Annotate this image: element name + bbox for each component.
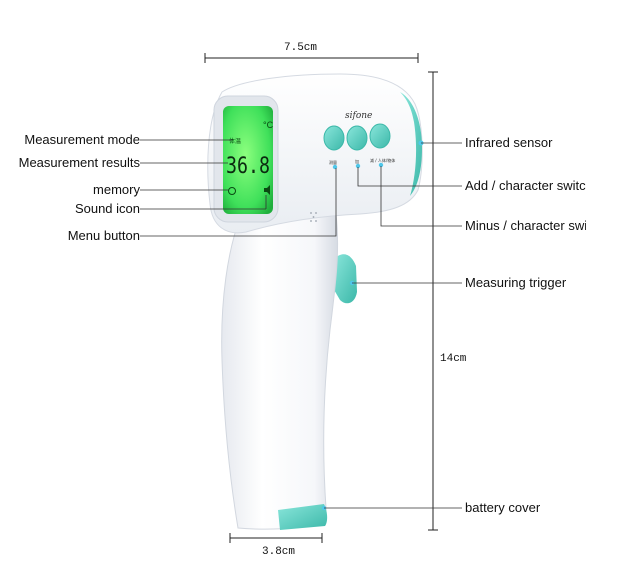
sound-icon <box>264 185 270 195</box>
brand-logo: sifone <box>345 111 372 121</box>
menu-button[interactable] <box>323 125 345 151</box>
leader-minus-switch <box>380 166 462 227</box>
label-menu-button: Menu button <box>67 228 140 243</box>
label-measurement-mode: Measurement mode <box>24 132 140 147</box>
minus-button-label: 减 / 人体/物体 <box>370 157 395 163</box>
lcd-reading: 36.8 <box>226 154 270 179</box>
lcd-screen <box>223 106 273 214</box>
label-measuring-trigger: Measuring trigger <box>465 275 567 290</box>
menu-indicator-dot <box>332 164 338 170</box>
lcd-mode-label: 体温 <box>229 137 241 145</box>
lcd-unit: °C <box>263 120 274 130</box>
add-indicator-dot <box>355 163 361 169</box>
leader-add-switch <box>357 167 462 187</box>
label-minus-switch: Minus / character switch <box>465 218 586 233</box>
width-dimension-label: 7.5cm <box>284 42 318 54</box>
label-sound-icon: Sound icon <box>74 201 140 216</box>
add-button[interactable] <box>346 125 368 151</box>
infrared-sensor-ring <box>400 92 422 196</box>
label-measurement-results: Measurement results <box>18 155 140 170</box>
label-battery-cover: battery cover <box>465 500 541 515</box>
battery-cover-shape[interactable] <box>278 504 328 530</box>
label-add-switch: Add / character switch <box>465 178 586 193</box>
menu-button-label: 测量 <box>329 159 337 165</box>
width-dimension <box>204 53 419 63</box>
height-dimension-label: 14cm <box>440 353 467 365</box>
label-infrared-sensor: Infrared sensor <box>465 135 553 150</box>
grip-width-dimension <box>229 533 323 543</box>
minus-button[interactable] <box>369 123 391 149</box>
height-dimension <box>428 71 438 531</box>
thermometer-handle <box>221 213 339 530</box>
memory-icon <box>228 187 236 195</box>
speaker-holes <box>310 212 317 222</box>
grip-width-dimension-label: 3.8cm <box>262 546 296 558</box>
add-button-label: 加 <box>355 158 359 164</box>
measuring-trigger-shape[interactable] <box>333 254 357 304</box>
minus-indicator-dot <box>378 162 384 168</box>
label-memory: memory <box>93 182 140 197</box>
leader-menu-button <box>140 168 337 237</box>
